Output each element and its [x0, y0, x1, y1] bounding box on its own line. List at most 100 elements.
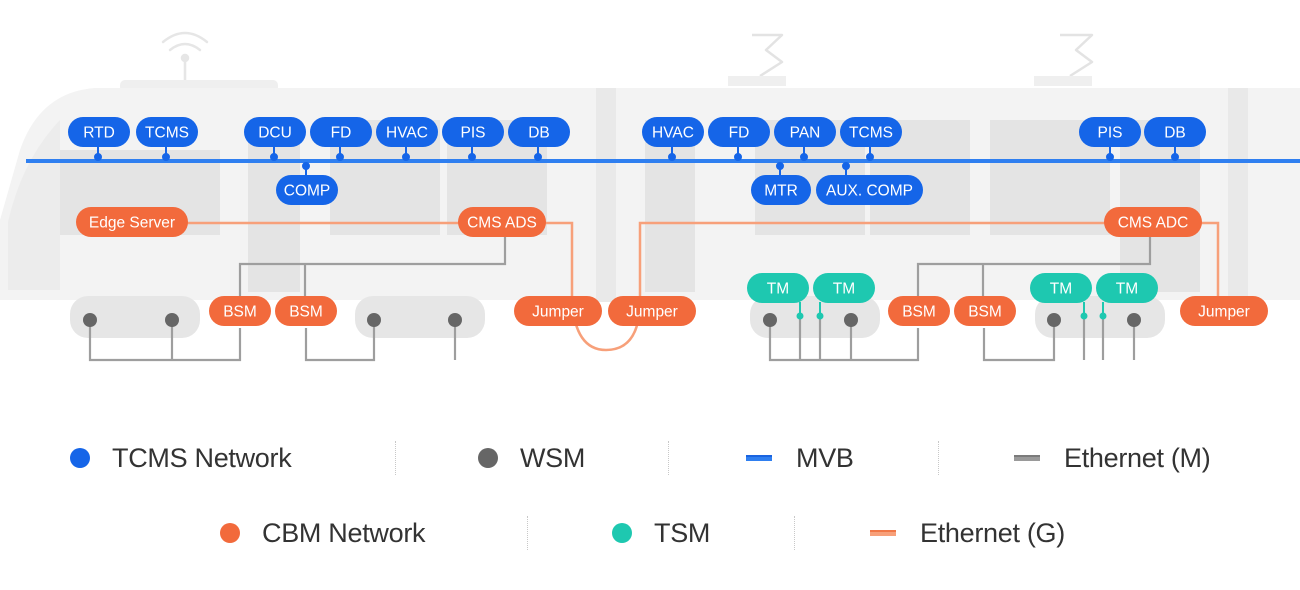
cbm-node-bg	[275, 296, 337, 326]
tcms-node-label: AUX. COMP	[826, 183, 913, 200]
tcms-node-fd2: FD	[708, 117, 770, 147]
wsm-dot	[1047, 313, 1061, 327]
legend-label: TCMS Network	[112, 442, 292, 473]
cbm-node-bg	[1104, 207, 1202, 237]
cbm-node-bsm1: BSM	[209, 296, 271, 326]
mvb-line-icon	[746, 455, 772, 461]
tcms-node-auxcomp: AUX. COMP	[816, 175, 923, 205]
tcms-node-label: PAN	[790, 125, 821, 142]
tcms-node-bg	[276, 175, 338, 205]
ethernet-g-line-icon	[870, 530, 896, 536]
cbm-node-bsm2: BSM	[275, 296, 337, 326]
cbm-node-label: Jumper	[532, 304, 584, 321]
cbm-node-jumper1: Jumper	[514, 296, 602, 326]
tsm-connectors	[796, 302, 1107, 320]
cbm-node-label: BSM	[968, 304, 1002, 321]
wsm-sensors	[83, 313, 1141, 327]
tcms-node-label: HVAC	[652, 125, 694, 142]
tcms-node-hvac2: HVAC	[642, 117, 704, 147]
cbm-node-label: BSM	[223, 304, 257, 321]
wsm-dot	[844, 313, 858, 327]
cbm-dot-icon	[220, 523, 240, 543]
tcms-node-bg	[310, 117, 372, 147]
tcms-node-label: PIS	[1098, 125, 1123, 142]
tcms-node-tcms2: TCMS	[840, 117, 902, 147]
legend-cbm-network: CBM Network	[220, 513, 426, 553]
antenna-icon	[161, 31, 209, 82]
legend-divider	[668, 441, 669, 475]
train-network-diagram: RTDTCMSDCUFDHVACPISDBCOMPHVACFDPANTCMSMT…	[0, 31, 1300, 362]
legend-mvb: MVB	[746, 438, 854, 478]
tsm-dot-icon	[612, 523, 632, 543]
tcms-node-bg	[708, 117, 770, 147]
tsm-node-tm1: TM	[747, 273, 809, 303]
tcms-node-bg	[774, 117, 836, 147]
tsm-node-tm2: TM	[813, 273, 875, 303]
tcms-node-label: COMP	[284, 183, 331, 200]
legend-label: Ethernet (M)	[1064, 442, 1211, 473]
legend-tcms-network: TCMS Network	[70, 438, 292, 478]
tcms-node-label: HVAC	[386, 125, 428, 142]
tcms-node-pis1: PIS	[442, 117, 504, 147]
tcms-node-dcu: DCU	[244, 117, 306, 147]
pantograph-icon	[1034, 33, 1094, 86]
legend-ethernet-g: Ethernet (G)	[870, 513, 1065, 553]
tcms-node-label: TCMS	[145, 125, 189, 142]
tcms-node-bg	[751, 175, 811, 205]
wsm-dot	[165, 313, 179, 327]
legend-label: TSM	[654, 517, 711, 548]
legend-divider	[395, 441, 396, 475]
mvb-line	[26, 159, 1300, 163]
cbm-node-bg	[888, 296, 950, 326]
tsm-node-tm3: TM	[1030, 273, 1092, 303]
legend-divider	[527, 516, 528, 550]
tsm-node-label: TM	[1050, 281, 1072, 298]
tcms-node-label: DB	[528, 125, 550, 142]
cbm-node-label: Edge Server	[89, 215, 175, 232]
tcms-node-fd1: FD	[310, 117, 372, 147]
tcms-node-label: PIS	[461, 125, 486, 142]
cbm-node-bg	[458, 207, 546, 237]
wsm-dot	[1127, 313, 1141, 327]
tcms-node-bg	[1079, 117, 1141, 147]
cbm-node-label: CMS ADC	[1118, 215, 1189, 232]
wsm-dot	[83, 313, 97, 327]
legend-label: CBM Network	[262, 517, 426, 548]
cbm-node-bg	[608, 296, 696, 326]
tcms-node-label: DB	[1164, 125, 1186, 142]
tcms-node-label: TCMS	[849, 125, 893, 142]
tcms-node-hvac1: HVAC	[376, 117, 438, 147]
cbm-node-cmsads: CMS ADS	[458, 207, 546, 237]
cbm-node-bg	[514, 296, 602, 326]
legend-divider	[794, 516, 795, 550]
cbm-node-bg	[209, 296, 271, 326]
tsm-node-label: TM	[1116, 281, 1138, 298]
legend-wsm: WSM	[478, 438, 585, 478]
cbm-node-jumper2: Jumper	[608, 296, 696, 326]
tcms-node-bg	[376, 117, 438, 147]
legend-label: Ethernet (G)	[920, 517, 1065, 548]
cbm-node-label: Jumper	[1198, 304, 1250, 321]
cbm-node-bg	[76, 207, 188, 237]
ethernet-m-lines	[88, 235, 1152, 362]
cbm-node-bg	[1180, 296, 1268, 326]
tcms-node-label: FD	[729, 125, 750, 142]
legend-tsm: TSM	[612, 513, 710, 553]
cbm-node-label: Jumper	[626, 304, 678, 321]
tcms-node-label: FD	[331, 125, 352, 142]
ethernet-m-line-icon	[1014, 455, 1040, 461]
tsm-node-bg	[747, 273, 809, 303]
tcms-node-bg	[1144, 117, 1206, 147]
cbm-node-bsm3: BSM	[888, 296, 950, 326]
tcms-node-pis2: PIS	[1079, 117, 1141, 147]
tsm-node-bg	[1096, 273, 1158, 303]
wsm-dot	[367, 313, 381, 327]
tcms-node-label: DCU	[258, 125, 292, 142]
tcms-node-tcms1: TCMS	[136, 117, 198, 147]
tcms-node-db2: DB	[1144, 117, 1206, 147]
tcms-node-bg	[136, 117, 198, 147]
tsm-node-label: TM	[767, 281, 789, 298]
cbm-node-edge: Edge Server	[76, 207, 188, 237]
tcms-node-bg	[442, 117, 504, 147]
